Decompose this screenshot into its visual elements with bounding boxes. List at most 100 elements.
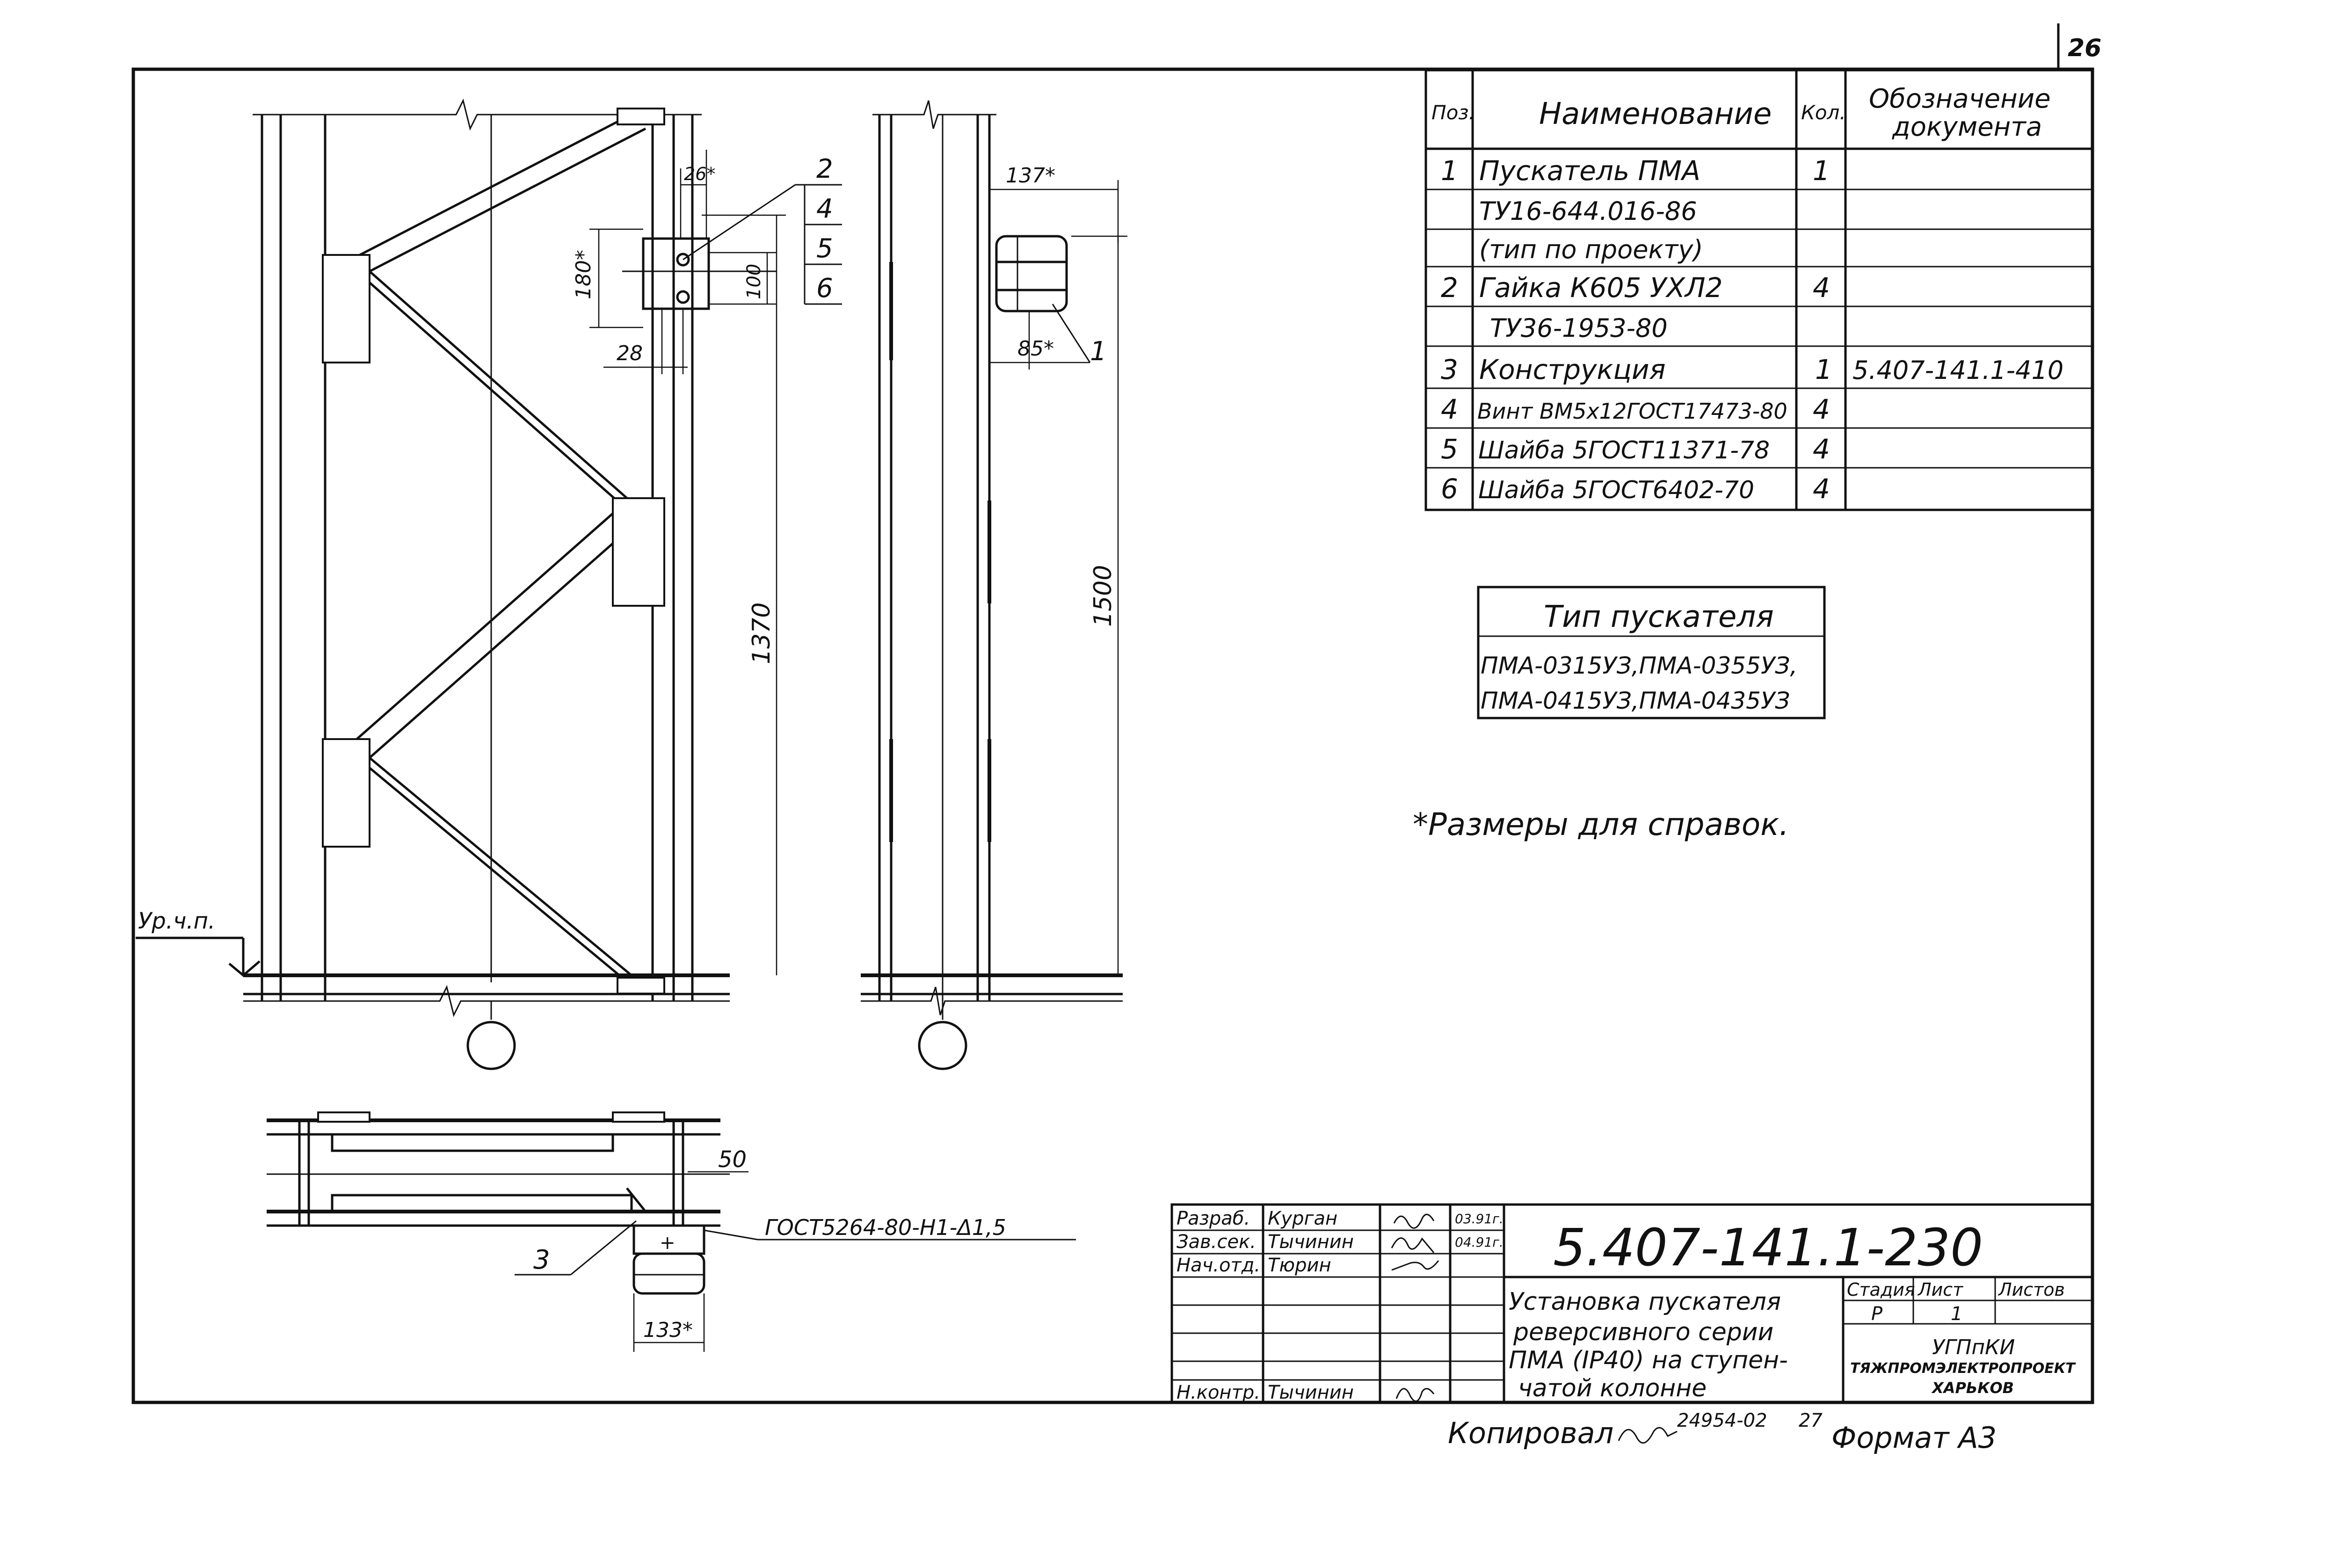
spec-row-1-qty: 1 bbox=[1813, 155, 1830, 187]
spec-row-9-pos: 6 bbox=[1441, 473, 1458, 505]
plan-section: + 50 ГОСТ5264-80-Н1-Δ1,5 3 133* bbox=[267, 1111, 1076, 1352]
signature-1 bbox=[1393, 1213, 1435, 1229]
mount-hole-top bbox=[676, 253, 690, 267]
dim-180: 180* bbox=[572, 250, 596, 299]
dim-137: 137* bbox=[1006, 164, 1055, 188]
plan-lattice-top bbox=[331, 1133, 614, 1152]
callout-6: 6 bbox=[816, 273, 833, 304]
gusset-bottom bbox=[617, 977, 665, 995]
title-block-border bbox=[1170, 1203, 2094, 1404]
callout-leader-2 bbox=[683, 184, 796, 261]
footer-inv: 24954-02 bbox=[1677, 1410, 1767, 1431]
signature-4 bbox=[1395, 1388, 1435, 1402]
spec-row-7-qty: 4 bbox=[1813, 393, 1830, 425]
drawing-frame bbox=[131, 67, 2094, 1404]
spec-table: Поз. Наименование Кол. Обозначение докум… bbox=[1424, 69, 2094, 511]
footer: Копировал 24954-02 27 Формат А3 bbox=[1448, 1410, 1997, 1455]
spec-row-1-pos: 1 bbox=[1441, 155, 1458, 187]
side-break-bottom bbox=[861, 987, 1123, 1016]
tb-stage-label: Стадия bbox=[1847, 1279, 1915, 1300]
tb-org-3: ХАРЬКОВ bbox=[1931, 1379, 2014, 1397]
footer-page: 27 bbox=[1799, 1410, 1823, 1431]
spec-row-9-qty: 4 bbox=[1813, 473, 1830, 505]
tb-name-3: Тюрин bbox=[1268, 1255, 1331, 1276]
spec-row-6-name: Конструкция bbox=[1479, 354, 1666, 385]
tb-name-2: Тычинин bbox=[1268, 1231, 1354, 1253]
spec-header-name: Наименование bbox=[1539, 97, 1772, 131]
tb-role-2: Зав.сек. bbox=[1177, 1231, 1256, 1253]
plan-plate-tr bbox=[612, 1111, 665, 1123]
spec-table-border bbox=[1424, 69, 2094, 511]
spec-header-pos: Поз. bbox=[1431, 101, 1475, 124]
starter-front: 26* 180* 100 28 2 4 5 6 bbox=[572, 150, 842, 374]
dim-85: 85* bbox=[1017, 337, 1054, 361]
spec-row-4-name: Гайка К605 УХЛ2 bbox=[1479, 272, 1722, 304]
signature-2 bbox=[1391, 1237, 1435, 1253]
spec-row-8-name: Шайба 5ГОСТ11371-78 bbox=[1478, 436, 1770, 465]
spec-header-doc-1: Обозначение bbox=[1869, 84, 2051, 114]
gusset-left-1 bbox=[322, 254, 370, 363]
starter-type-box: Тип пускателя ПМА-0315УЗ,ПМА-0355УЗ, ПМА… bbox=[1477, 586, 1826, 719]
break-line-top bbox=[253, 98, 702, 131]
dim-1500: 1500 bbox=[1089, 565, 1117, 627]
dim-50: 50 bbox=[718, 1147, 747, 1173]
spec-header-qty: Кол. bbox=[1801, 101, 1846, 124]
reference-note: *Размеры для справок. bbox=[1413, 806, 1789, 842]
axis-marker-side bbox=[918, 1021, 967, 1070]
dim-1370: 1370 bbox=[748, 603, 776, 664]
spec-row-1-name: Пускатель ПМА bbox=[1479, 155, 1700, 187]
tb-role-3: Нач.отд. bbox=[1177, 1255, 1260, 1276]
weld-note: ГОСТ5264-80-Н1-Δ1,5 bbox=[765, 1215, 1006, 1240]
tb-role-1: Разраб. bbox=[1177, 1208, 1250, 1229]
spec-row-4-pos: 2 bbox=[1441, 272, 1458, 304]
starter-body-side bbox=[995, 235, 1068, 312]
spec-row-6-pos: 3 bbox=[1441, 354, 1458, 385]
spec-row-8-qty: 4 bbox=[1813, 433, 1830, 465]
spec-row-9-name: Шайба 5ГОСТ6402-70 bbox=[1478, 476, 1754, 504]
tb-org-1: УГПпКИ bbox=[1932, 1336, 2015, 1359]
callout-leader-1 bbox=[1052, 304, 1091, 363]
dim-133: 133* bbox=[643, 1318, 693, 1342]
spec-row-3-name: (тип по проекту) bbox=[1479, 235, 1703, 264]
callout-2: 2 bbox=[816, 154, 833, 184]
sheet-number: 26 bbox=[2068, 34, 2101, 62]
starter-type-border bbox=[1477, 586, 1826, 719]
break-line-bottom bbox=[243, 985, 730, 1017]
spec-row-5-name: ТУ36-1953-80 bbox=[1490, 313, 1668, 343]
spec-header-doc-2: документа bbox=[1892, 112, 2042, 142]
tb-doc-code: 5.407-141.1-230 bbox=[1553, 1218, 1983, 1278]
title-block: Разраб. Курган 03.91г. Зав.сек. Тычинин … bbox=[1170, 1203, 2094, 1404]
gusset-right-1 bbox=[612, 497, 665, 607]
spec-row-6-qty: 1 bbox=[1815, 354, 1832, 385]
tb-title-2: реверсивного серии bbox=[1513, 1318, 1773, 1346]
tb-role-4: Н.контр. bbox=[1177, 1382, 1260, 1403]
plan-starter-body bbox=[632, 1252, 705, 1295]
starter-body-front bbox=[642, 237, 710, 310]
callout-leader-3 bbox=[570, 1220, 637, 1276]
footer-format: Формат А3 bbox=[1831, 1421, 1997, 1455]
level-mark-label: Ур.ч.п. bbox=[138, 908, 215, 934]
spec-row-7-name: Винт ВМ5х12ГОСТ17473-80 bbox=[1477, 399, 1787, 424]
tb-stage: Р bbox=[1871, 1303, 1883, 1325]
tb-title-3: ПМА (IP40) на ступен- bbox=[1509, 1346, 1788, 1374]
tb-date-2: 04.91г. bbox=[1455, 1234, 1504, 1250]
gusset-top bbox=[617, 108, 665, 125]
spec-row-7-pos: 4 bbox=[1441, 393, 1458, 425]
starter-type-line-1: ПМА-0315УЗ,ПМА-0355УЗ, bbox=[1481, 652, 1797, 679]
gusset-left-2 bbox=[322, 738, 370, 848]
spec-row-4-qty: 4 bbox=[1813, 272, 1830, 304]
callout-4: 4 bbox=[816, 194, 833, 224]
tb-name-4: Тычинин bbox=[1268, 1382, 1354, 1403]
front-view: Ур.ч.п. 1370 bbox=[136, 98, 786, 1070]
tb-title-4: чатой колонне bbox=[1518, 1374, 1707, 1402]
side-break-top bbox=[872, 100, 996, 129]
tb-name-1: Курган bbox=[1268, 1208, 1337, 1229]
spec-row-6-doc: 5.407-141.1-410 bbox=[1852, 356, 2063, 385]
lattice-bracing bbox=[344, 118, 624, 979]
callout-5: 5 bbox=[816, 233, 833, 264]
tb-sheet: 1 bbox=[1951, 1303, 1962, 1325]
dim-100: 100 bbox=[743, 264, 765, 299]
spec-row-8-pos: 5 bbox=[1441, 433, 1458, 465]
callout-3: 3 bbox=[533, 1245, 550, 1275]
